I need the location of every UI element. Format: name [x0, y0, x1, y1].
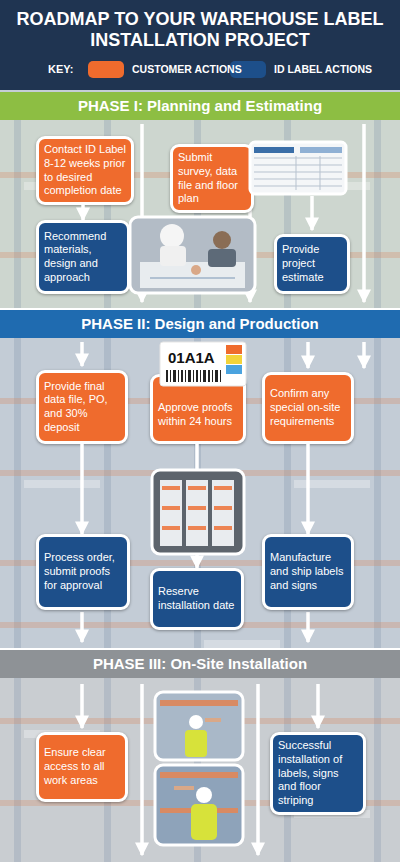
- phase-heading: PHASE I: Planning and Estimating: [0, 92, 400, 120]
- action-text: Approve proofs within 24 hours: [158, 401, 238, 429]
- planning-photo: [130, 217, 255, 293]
- action-text: Submit survey, data file and floor plan: [178, 151, 246, 206]
- action-text: Ensure clear access to all work areas: [44, 746, 120, 787]
- flow-arrow: [81, 205, 85, 220]
- printer-photo: [152, 470, 244, 554]
- action-box: Provide final data file, PO, and 30% dep…: [36, 370, 128, 444]
- installer-photo: [155, 765, 243, 845]
- legend-swatch: [88, 61, 124, 78]
- legend-text: ID LABEL ACTIONS: [274, 63, 372, 75]
- action-text: Contact ID Label 8-12 weeks prior to des…: [44, 143, 126, 198]
- action-text: Process order, submit proofs for approva…: [44, 551, 122, 592]
- action-box: Contact ID Label 8-12 weeks prior to des…: [36, 136, 134, 205]
- action-box: Manufacture and ship labels and signs: [262, 534, 354, 610]
- legend-text: CUSTOMER ACTIONS: [132, 63, 242, 75]
- spreadsheet-image: [250, 142, 346, 194]
- action-text: Manufacture and ship labels and signs: [270, 551, 346, 592]
- action-box: Reserve installation date: [150, 568, 244, 630]
- action-text: Provide project estimate: [282, 243, 342, 284]
- action-box: Ensure clear access to all work areas: [36, 732, 128, 802]
- page-title: ROADMAP TO YOUR WAREHOUSE LABEL INSTALLA…: [8, 9, 392, 50]
- action-text: Provide final data file, PO, and 30% dep…: [44, 380, 120, 435]
- legend-key: KEY:: [48, 63, 73, 75]
- action-box: Submit survey, data file and floor plan: [170, 144, 254, 213]
- action-text: Successful installation of labels, signs…: [278, 739, 358, 808]
- phase-heading: PHASE III: On-Site Installation: [0, 650, 400, 678]
- action-box: Approve proofs within 24 hours: [150, 374, 246, 444]
- action-box: Recommend materials, design and approach: [36, 220, 130, 294]
- phase-band: PHASE III: On-Site InstallationEnsure cl…: [0, 650, 400, 862]
- action-text: Confirm any special on-site requirements: [270, 387, 346, 428]
- action-text: Reserve installation date: [158, 585, 236, 613]
- action-text: Recommend materials, design and approach: [44, 230, 122, 285]
- action-box: Provide project estimate: [274, 234, 350, 294]
- title-banner: ROADMAP TO YOUR WAREHOUSE LABEL INSTALLA…: [0, 0, 400, 90]
- action-box: Process order, submit proofs for approva…: [36, 534, 130, 610]
- label-code: 01A1A: [168, 349, 215, 366]
- flow-arrow: [195, 444, 199, 568]
- flow-arrow: [80, 444, 84, 534]
- action-box: Successful installation of labels, signs…: [270, 732, 366, 815]
- action-box: Confirm any special on-site requirements: [262, 372, 354, 444]
- flow-arrow: [306, 444, 310, 534]
- installer-photo: [155, 692, 243, 760]
- phase-band: PHASE I: Planning and EstimatingContact …: [0, 92, 400, 308]
- phase-heading: PHASE II: Design and Production: [0, 310, 400, 338]
